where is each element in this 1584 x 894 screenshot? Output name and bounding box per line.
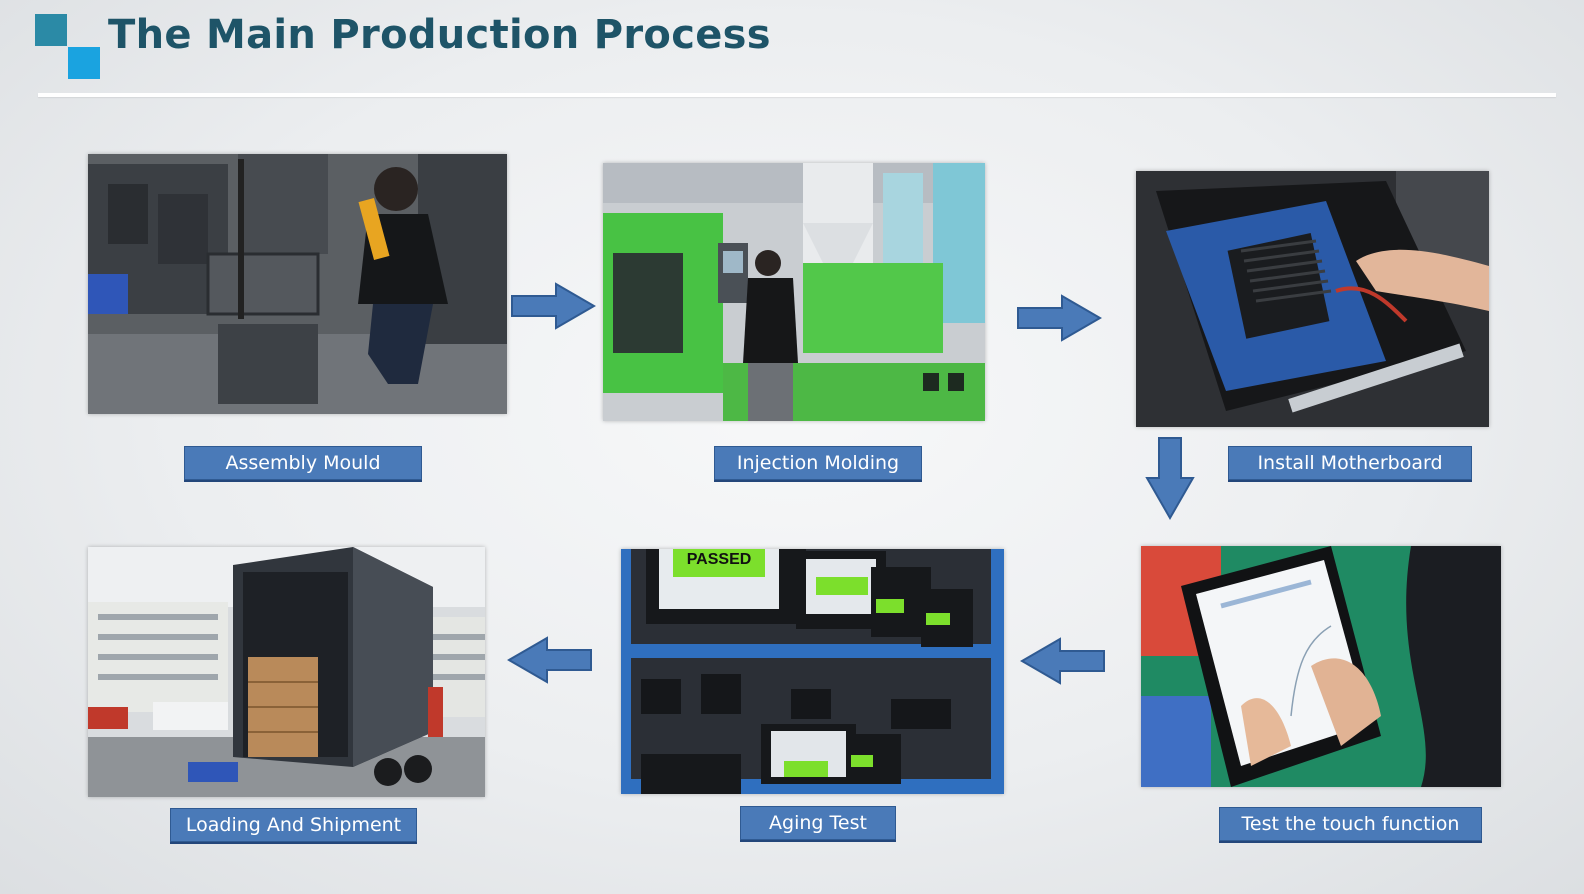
arrow-left-icon xyxy=(507,636,592,684)
step-label-assembly-mould: Assembly Mould xyxy=(184,446,422,480)
logo xyxy=(35,14,101,80)
photo-injection-molding xyxy=(603,163,985,421)
photo-loading-shipment xyxy=(88,547,485,797)
arrow-right-icon xyxy=(511,282,596,330)
photo-aging-test: PASSED xyxy=(621,549,1004,794)
page-title: The Main Production Process xyxy=(108,12,771,58)
title-divider xyxy=(38,93,1556,97)
step-label-loading-shipment: Loading And Shipment xyxy=(170,808,417,842)
arrow-down-icon xyxy=(1145,437,1195,520)
photo-assembly-mould xyxy=(88,154,507,414)
step-label-test-touch: Test the touch function xyxy=(1219,807,1482,841)
passed-screen-text: PASSED xyxy=(686,551,752,568)
arrow-right-icon xyxy=(1017,294,1102,342)
photo-test-touch xyxy=(1141,546,1501,787)
logo-square-dark xyxy=(35,14,67,46)
logo-square-light xyxy=(68,47,100,79)
step-label-install-motherboard: Install Motherboard xyxy=(1228,446,1472,480)
photo-install-motherboard xyxy=(1136,171,1489,427)
step-label-aging-test: Aging Test xyxy=(740,806,896,840)
arrow-left-icon xyxy=(1020,637,1105,685)
step-label-injection-molding: Injection Molding xyxy=(714,446,922,480)
